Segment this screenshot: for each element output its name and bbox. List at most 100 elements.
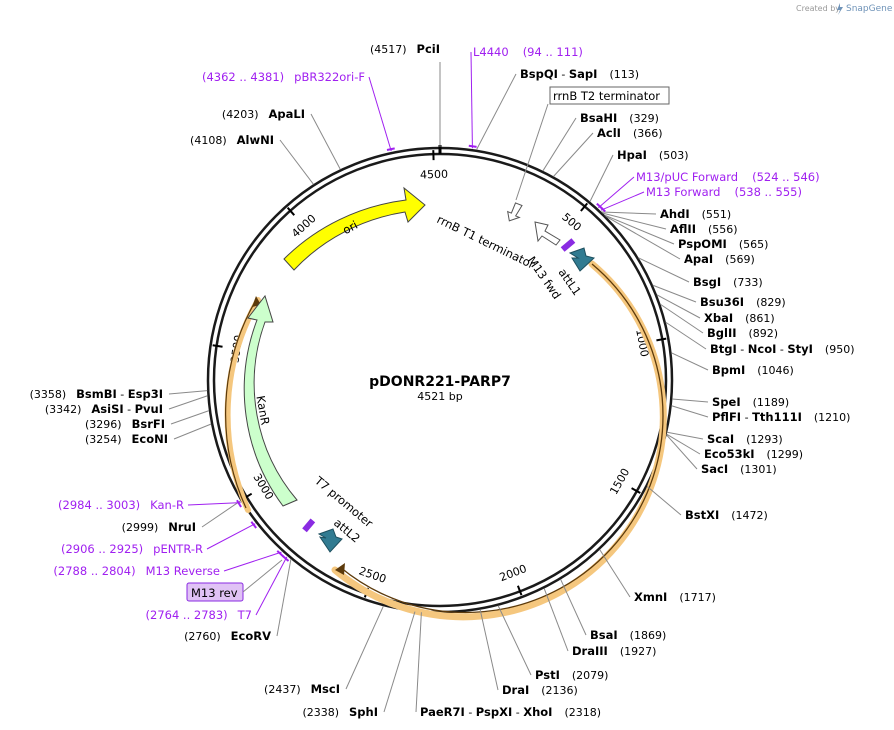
enzyme-label: (3296)BsrFI [85, 417, 165, 431]
enzyme-position: (329) [629, 112, 659, 125]
enzyme-position: (2999) [122, 521, 159, 534]
m13rev-label: M13 rev [191, 586, 238, 600]
insert-arc [331, 260, 667, 621]
enzyme-leader [497, 605, 532, 676]
enzyme-bsgi: BsgI(733) [638, 257, 763, 289]
enzyme-label: (4108) AlwNI [190, 133, 274, 147]
enzyme-ecorv: (2760)EcoRV [184, 558, 292, 643]
enzyme-name: NcoI [748, 342, 777, 356]
enzyme-name: PflFI [712, 410, 741, 424]
primer-name: M13 Reverse [146, 564, 220, 578]
primer-range: (538 .. 555) [734, 185, 802, 199]
primer-range: (2764 .. 2783) [146, 608, 228, 622]
insert-arrowhead [335, 563, 345, 575]
enzyme-position: (366) [633, 127, 663, 140]
primer-pbr322ori: (4362 .. 4381)pBR322ori-F [202, 70, 395, 152]
enzyme-name: BpmI [712, 363, 745, 377]
scale-tick-label: 1500 [607, 466, 632, 497]
enzyme-position: (4517) [370, 43, 407, 56]
enzyme-position: (4108) [190, 134, 227, 147]
primer-leader [206, 523, 256, 550]
insert-highlight [331, 260, 667, 621]
enzyme-pcii: (4517) PciI [370, 42, 441, 147]
rrnb-t2-box [549, 86, 670, 105]
enzyme-position: (1299) [767, 448, 804, 461]
snapgene-logo: SnapGene [837, 3, 893, 15]
enzyme-name: PspXI [476, 705, 512, 719]
enzyme-name: AhdI [660, 207, 690, 221]
enzyme-position: (2136) [541, 684, 578, 697]
enzyme-position: (2760) [184, 630, 221, 643]
enzyme-name: XmnI [634, 590, 667, 604]
enzyme-name: Eco53kI [704, 447, 755, 461]
enzyme-name: AflII [670, 222, 696, 236]
enzyme-name: BstXI [685, 508, 719, 522]
enzyme-leader [601, 211, 657, 215]
enzyme-position: (892) [749, 327, 779, 340]
enzyme-name: BsrFI [132, 417, 165, 431]
primer-site-mark [598, 205, 606, 213]
scale-tick-mark [286, 207, 296, 216]
enzyme-position: (861) [745, 312, 775, 325]
enzyme-label: DraI(2136) [502, 683, 578, 697]
enzyme-name: Tth111I [752, 410, 802, 424]
scale-tick-mark [631, 487, 641, 494]
enzyme-bstxi: BstXI(1472) [646, 486, 768, 522]
enzyme-label: ScaI(1293) [707, 432, 783, 446]
primer-site-mark [236, 499, 242, 508]
snapgene-icon [837, 3, 843, 15]
enzyme-pflfi: PflFI - Tth111I(1210) [671, 405, 850, 424]
attl1-feature: attL1 M13 fwd [525, 238, 596, 302]
primer-range: (94 .. 111) [523, 45, 583, 59]
scale-tick-mark [580, 202, 589, 212]
enzyme-position: (1869) [630, 629, 667, 642]
enzyme-bsrfi: (3296)BsrFI [85, 410, 210, 431]
attl2-arrow [317, 528, 343, 553]
enzyme-ahdi: AhdI(551) [601, 207, 731, 221]
enzyme-leader [345, 605, 384, 690]
enzyme-leader [666, 431, 704, 440]
enzyme-name: PstI [535, 668, 560, 682]
enzyme-paer7i: PaeR7I - PspXI - XhoI(2318) [415, 612, 601, 719]
enzyme-name: StyI [787, 342, 813, 356]
enzyme-name: NruI [168, 520, 196, 534]
enzyme-name: PciI [417, 42, 440, 56]
primer-label: (2906 .. 2925)pENTR-R [61, 542, 203, 556]
enzyme-bglii: BglII (892) [660, 303, 779, 340]
enzyme-position: (829) [756, 296, 786, 309]
rrnb-t2-leader [515, 103, 549, 201]
primer-range: (4362 .. 4381) [202, 70, 284, 84]
enzyme-separator: - [124, 403, 135, 416]
enzyme-bsahi: BsaHI(329) [542, 111, 659, 172]
enzyme-separator: - [117, 388, 128, 401]
attl2-feature: attL2 T7 promoter [302, 473, 376, 553]
primer-leader [223, 551, 282, 572]
enzyme-label: SacI(1301) [701, 462, 777, 476]
primer-name: pENTR-R [153, 542, 203, 556]
primer-m13rev: (2788 .. 2804)M13 Reverse [53, 550, 284, 578]
enzyme-position: (3254) [85, 433, 122, 446]
enzyme-label: (2760)EcoRV [184, 629, 271, 643]
enzyme-leader [543, 588, 569, 652]
enzyme-position: (950) [825, 343, 855, 356]
enzyme-leader [646, 486, 682, 516]
enzyme-leader [553, 132, 594, 177]
enzyme-name: AsiSI [91, 402, 123, 416]
enzyme-name: BglII [707, 326, 737, 340]
enzyme-asisi: (3342)AsiSI - PvuI [45, 395, 208, 416]
enzyme-leader [170, 410, 210, 425]
scale-tick-label: 2000 [498, 562, 529, 584]
enzyme-name: AlwNI [237, 133, 274, 147]
enzyme-name: DraIII [572, 644, 608, 658]
enzyme-position: (733) [733, 276, 763, 289]
enzyme-position: (1927) [620, 645, 657, 658]
enzyme-position: (2318) [564, 706, 601, 719]
primer-leader [368, 76, 392, 152]
enzyme-nrui: (2999) NruI [122, 500, 241, 534]
enzyme-name: BsaI [590, 628, 618, 642]
credit-text: Created by [796, 4, 840, 13]
primer-leader [187, 502, 241, 506]
enzyme-label: SpeI(1189) [712, 395, 789, 409]
primer-m13fwd: M13 Forward(538 .. 555) [598, 185, 802, 213]
enzyme-separator: - [512, 706, 523, 719]
